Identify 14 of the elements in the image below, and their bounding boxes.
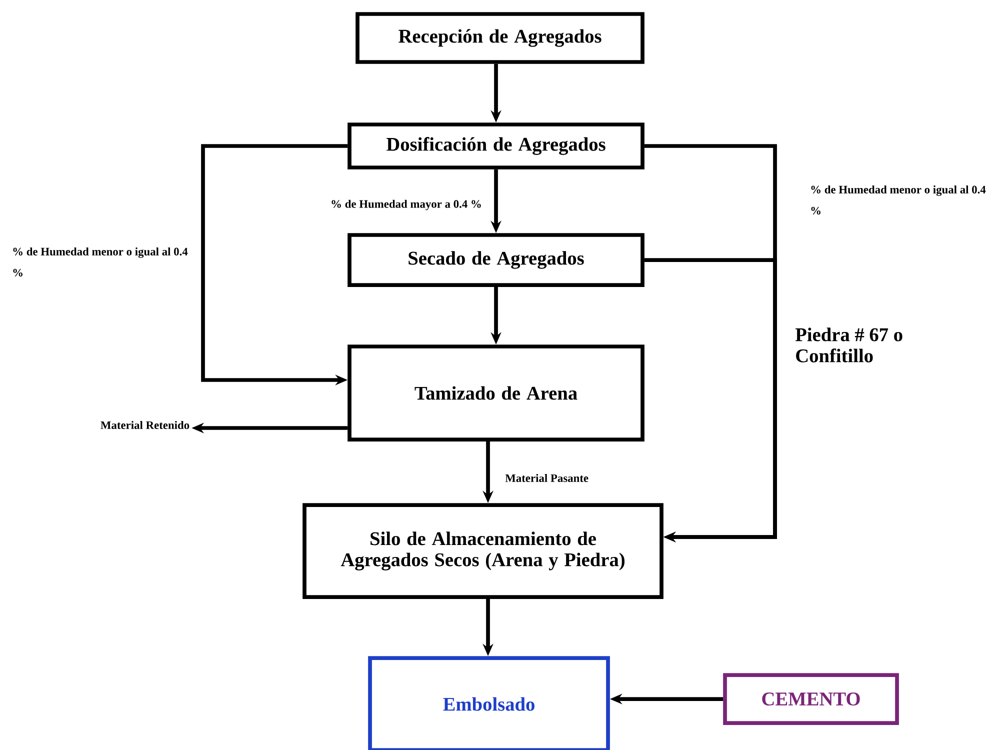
edge-label: % de Humedad menor o igual al 0.4 % xyxy=(808,184,989,216)
process-box: Secado de Agregados xyxy=(348,233,644,287)
arrow xyxy=(644,258,777,542)
edge-label: % de Humedad menor o igual al 0.4 % xyxy=(10,246,199,278)
edge-label: % de Humedad mayor a 0.4 % xyxy=(328,198,484,212)
output-label: Material Retenido xyxy=(100,421,190,430)
process-box: Embolsado xyxy=(368,656,610,750)
edge-label: Piedra # 67 o Confitillo xyxy=(793,326,917,364)
process-box: CEMENTO xyxy=(723,673,899,725)
process-box: Dosificación de Agregados xyxy=(348,122,644,170)
process-box: Tamizado de Arena xyxy=(348,344,644,442)
edge-label: Material Pasante xyxy=(503,472,590,484)
process-box: Recepción de Agregados xyxy=(356,12,644,64)
process-box: Silo de Almacenamiento de Agregados Secos (Arena y Piedra) xyxy=(302,503,664,599)
